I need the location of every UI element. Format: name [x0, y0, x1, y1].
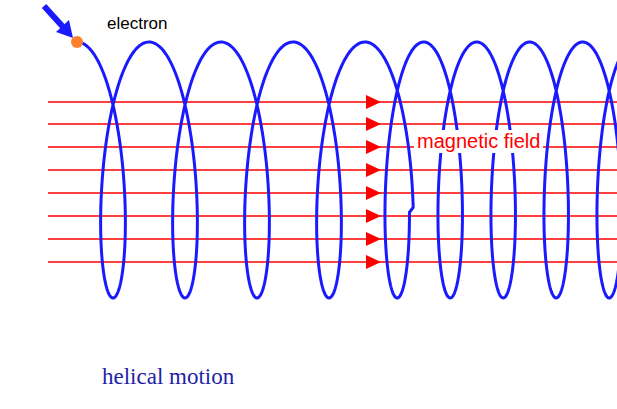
- field-arrowhead: [366, 95, 381, 109]
- field-line: [48, 169, 617, 171]
- particle-label: electron: [104, 14, 170, 34]
- field-arrowhead: [366, 140, 381, 154]
- caption: helical motion: [102, 364, 234, 390]
- field-arrowhead: [366, 163, 381, 177]
- field-line: [48, 261, 617, 263]
- field-line: [48, 192, 617, 194]
- electron-dot: [71, 36, 83, 48]
- incoming-arrow-shaft: [44, 6, 64, 28]
- field-arrowheads: [366, 95, 381, 269]
- field-line: [48, 238, 617, 240]
- field-label: magnetic field: [414, 130, 543, 153]
- field-arrowhead: [366, 255, 381, 269]
- field-arrowhead: [366, 232, 381, 246]
- incoming-arrow-head: [56, 20, 73, 38]
- field-line: [48, 101, 617, 103]
- helix-path: [77, 42, 617, 298]
- field-arrowhead: [366, 209, 381, 223]
- field-arrowhead: [366, 117, 381, 131]
- field-line: [48, 215, 617, 217]
- field-arrowhead: [366, 186, 381, 200]
